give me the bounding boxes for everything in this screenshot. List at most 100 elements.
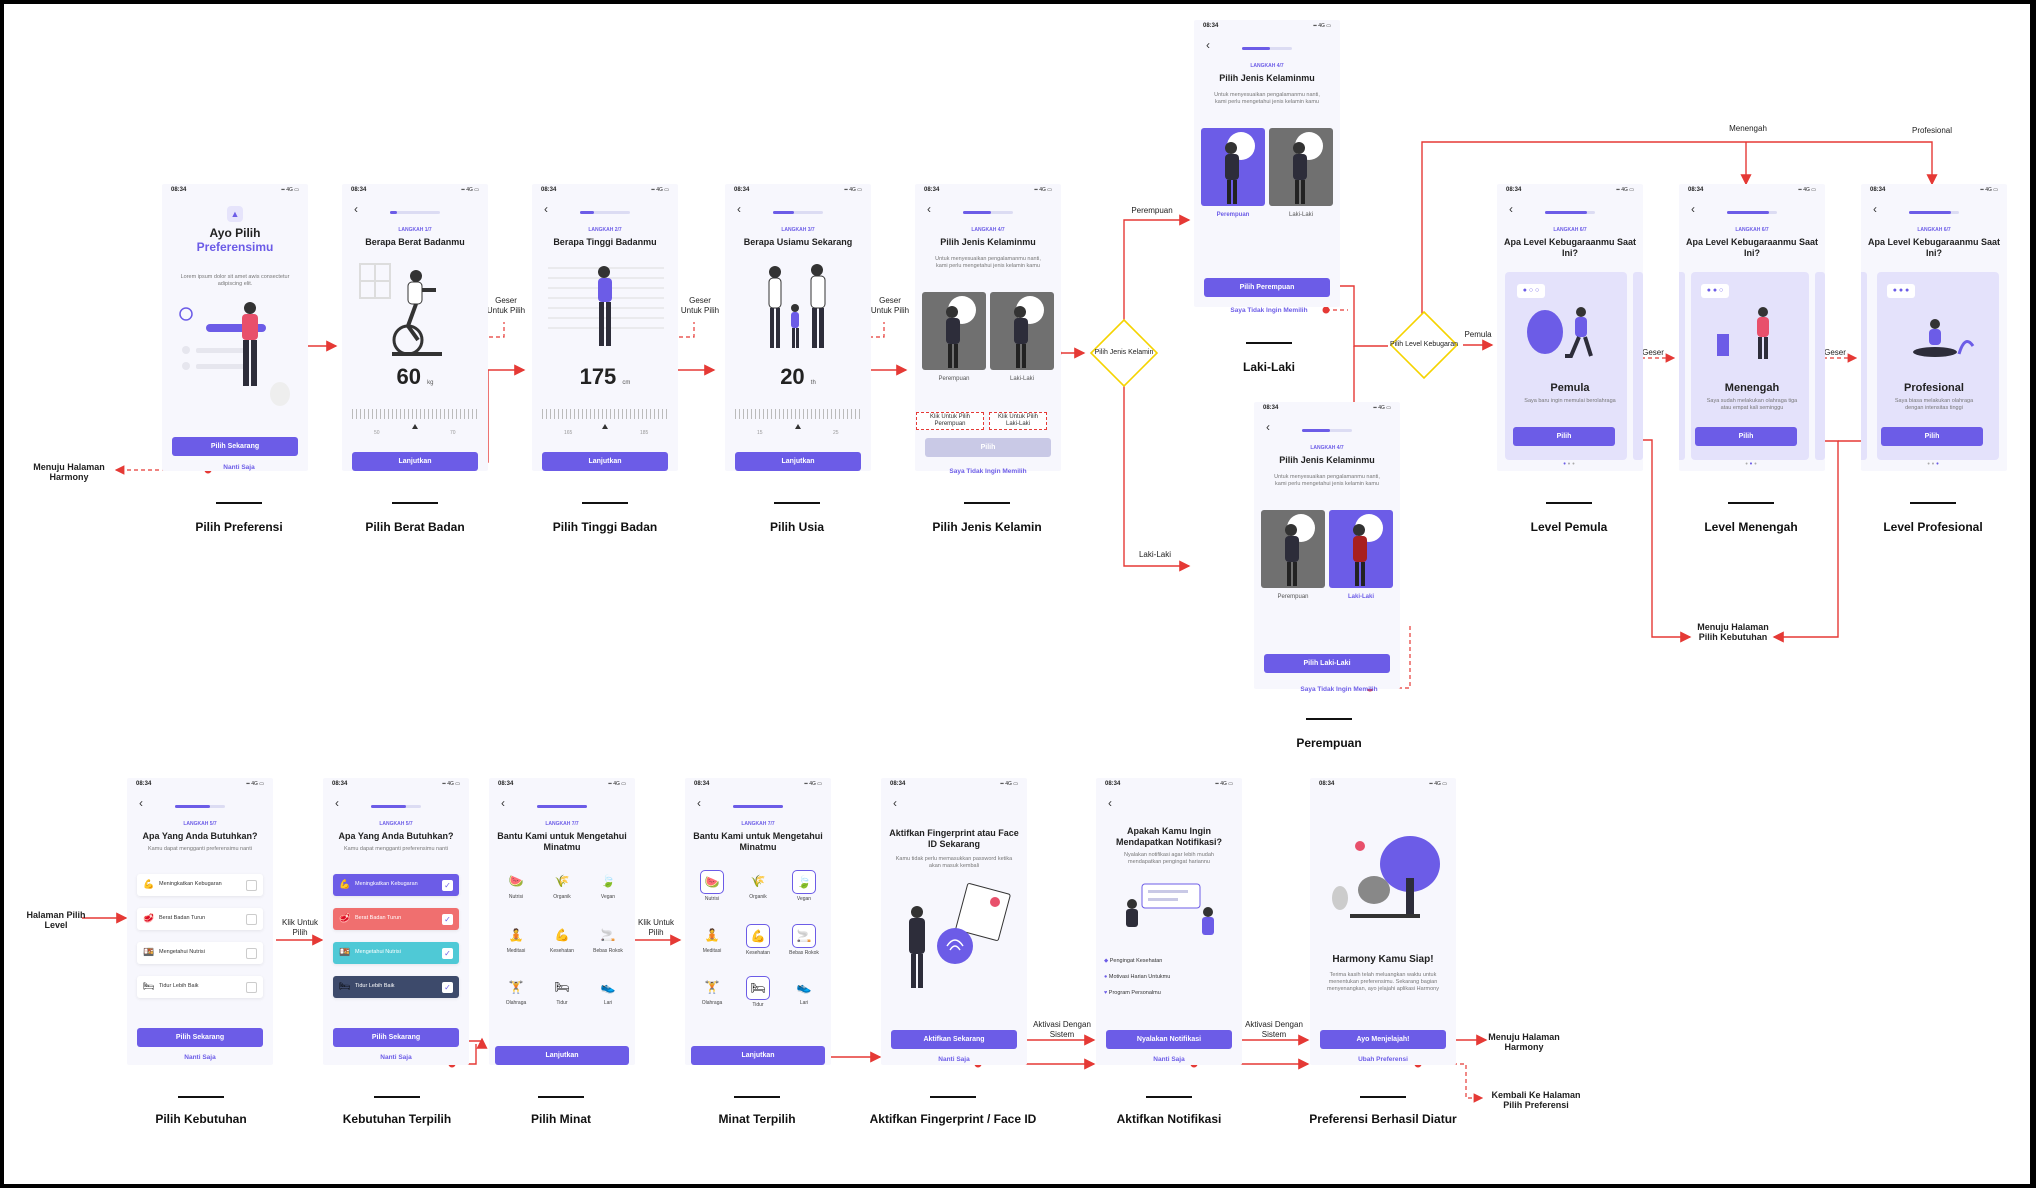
pref-title-accent: Preferensimu: [196, 240, 274, 254]
nyalakan-notifikasi-button[interactable]: Nyalakan Notifikasi: [1106, 1030, 1232, 1049]
back-icon[interactable]: ‹: [544, 202, 548, 216]
preferensi-illustration: [179, 302, 290, 406]
level-icon-pemula: ● ○ ○: [1517, 284, 1545, 298]
anno-swipe-2: Geser Untuk Pilih: [680, 296, 720, 315]
notification-illustration: [1126, 883, 1214, 935]
anno-from-level: Halaman Pilih Level: [26, 910, 86, 930]
screen-notifikasi: 08:34▪▪ 4G ▭ ‹ Apakah Kamu Ingin Mendapa…: [1096, 778, 1242, 1065]
heart-icon: ♥: [1104, 990, 1108, 996]
notif-item-3: ♥ Program Personalmu: [1104, 990, 1161, 996]
ubah-preferensi-link[interactable]: Ubah Preferensi: [1358, 1056, 1408, 1063]
food-icon: 🍱: [143, 947, 155, 957]
pref-title: Ayo Pilih: [209, 226, 261, 240]
hint-klik-laki: Klik Untuk Pilih Laki-Laki: [989, 412, 1047, 430]
height-illustration: [548, 266, 664, 346]
label-preferensi: Pilih Preferensi: [195, 520, 283, 534]
bed-icon: 🛏: [143, 981, 155, 991]
weight-value: 60 kg: [396, 364, 434, 389]
fingerprint-illustration: [909, 883, 1011, 988]
lanjutkan-button-usia[interactable]: Lanjutkan: [735, 452, 861, 471]
age-ruler[interactable]: [735, 409, 861, 419]
anno-geser-1: Geser: [1642, 348, 1664, 357]
star-icon: ●: [1104, 974, 1108, 980]
option-berat[interactable]: 🥩Berat Badan Turun: [137, 908, 263, 930]
screen-kebutuhan: 08:34▪▪ 4G ▭ ‹ LANGKAH 5/7 Apa Yang Anda…: [127, 778, 273, 1065]
nanti-saja-link-1[interactable]: Nanti Saja: [223, 464, 255, 471]
anno-klik-1: Klik Untuk Pilih: [281, 918, 318, 937]
anno-aktivasi-1: Aktivasi Dengan Sistem: [1033, 1020, 1091, 1039]
weight-ruler[interactable]: [352, 409, 478, 419]
anno-swipe-1: Geser Untuk Pilih: [486, 296, 526, 315]
anno-aktivasi-2: Aktivasi Dengan Sistem: [1245, 1020, 1303, 1039]
height-ruler[interactable]: [542, 409, 668, 419]
screen-kelamin-perempuan-selected: 08:34▪▪ 4G ▭ ‹ LANGKAH 4/7 Pilih Jenis K…: [1194, 20, 1340, 307]
level-icon-menengah: ● ● ○: [1701, 284, 1729, 298]
card-perempuan-selected[interactable]: [1201, 128, 1265, 206]
screen-level-pemula: 08:34▪▪ 4G ▭ ‹ LANGKAH 6/7 Apa Level Keb…: [1497, 184, 1643, 471]
lanjutkan-button-tinggi[interactable]: Lanjutkan: [542, 452, 668, 471]
option-nutrisi[interactable]: 🍱Mengetahui Nutrisi: [137, 942, 263, 964]
pemula-illustration: [1527, 307, 1593, 358]
pilih-profesional-button[interactable]: Pilih: [1881, 427, 1983, 446]
screen-level-profesional: 08:34▪▪ 4G ▭ ‹ LANGKAH 6/7 Apa Level Keb…: [1861, 184, 2007, 471]
anno-to-harmony-2: Menuju Halaman Harmony: [1488, 1032, 1560, 1052]
pilih-menengah-button[interactable]: Pilih: [1695, 427, 1797, 446]
muscle-icon: 💪: [143, 879, 155, 889]
decision-gender: Pilih Jenis Kelamin: [1089, 318, 1159, 388]
card-laki-selected[interactable]: [1329, 510, 1393, 588]
lanjutkan-minat-terpilih[interactable]: Lanjutkan: [691, 1046, 825, 1065]
meat-icon: 🥩: [143, 913, 155, 923]
pilih-perempuan-button[interactable]: Pilih Perempuan: [1204, 278, 1330, 297]
decision-level: Pilih Level Kebugaran: [1389, 310, 1459, 380]
pilih-sekarang-button[interactable]: Pilih Sekarang: [172, 437, 298, 456]
option-tidur[interactable]: 🛏Tidur Lebih Baik: [137, 976, 263, 998]
anno-menengah: Menengah: [1729, 124, 1767, 133]
screen-level-menengah: 08:34▪▪ 4G ▭ ‹ LANGKAH 6/7 Apa Level Keb…: [1679, 184, 1825, 471]
level-icon-profesional: ● ● ●: [1887, 284, 1915, 298]
screen-minat-terpilih: 08:34▪▪ 4G ▭ ‹ LANGKAH 7/7 Bantu Kami un…: [685, 778, 831, 1065]
back-icon[interactable]: ‹: [737, 202, 741, 216]
lanjutkan-button-berat[interactable]: Lanjutkan: [352, 452, 478, 471]
anno-pemula: Pemula: [1464, 330, 1492, 339]
connector-lines: [82, 141, 1938, 1103]
anno-klik-2: Klik Untuk Pilih: [637, 918, 674, 937]
pilih-sekarang-terpilih[interactable]: Pilih Sekarang: [333, 1028, 459, 1047]
cycling-illustration: [359, 263, 442, 356]
screen-preferensi: 08:34▪▪ 4G ▭ ▲ Ayo Pilih Preferensimu Lo…: [162, 184, 308, 471]
back-icon[interactable]: ‹: [927, 202, 931, 216]
pilih-sekarang-kebutuhan[interactable]: Pilih Sekarang: [137, 1028, 263, 1047]
anno-back-preferensi: Kembali Ke Halaman Pilih Preferensi: [1491, 1090, 1581, 1110]
decision-gender-label: Pilih Jenis Kelamin: [1094, 349, 1154, 356]
card-perempuan[interactable]: [922, 292, 986, 370]
hint-klik-perempuan: Klik Untuk Pilih Perempuan: [916, 412, 984, 430]
tidak-ingin-memilih-link[interactable]: Saya Tidak Ingin Memilih: [949, 468, 1027, 475]
pilih-laki-button[interactable]: Pilih Laki-Laki: [1264, 654, 1390, 673]
flow-canvas: Pilih Jenis Kelamin Pilih Level Kebugara…: [4, 4, 2030, 1184]
pilih-pemula-button[interactable]: Pilih: [1513, 427, 1615, 446]
age-value: 20 th: [780, 364, 816, 389]
card-laki[interactable]: [990, 292, 1054, 370]
notif-item-2: ● Motivasi Harian Untukmu: [1104, 974, 1171, 980]
ayo-menjelajah-button[interactable]: Ayo Menjelajah!: [1320, 1030, 1446, 1049]
screen-tinggi: 08:34▪▪ 4G ▭ ‹ LANGKAH 2/7 Berapa Tinggi…: [532, 184, 678, 471]
pref-sub: Lorem ipsum dolor sit amet awis consecte…: [180, 274, 290, 287]
option-kebugaran[interactable]: 💪Meningkatkan Kebugaran: [137, 874, 263, 896]
back-icon[interactable]: ‹: [354, 202, 358, 216]
lanjutkan-minat[interactable]: Lanjutkan: [495, 1046, 629, 1065]
family-illustration: [768, 264, 826, 348]
anno-to-harmony-1: Menuju Halaman Harmony: [33, 462, 105, 482]
screen-kebutuhan-terpilih: 08:34▪▪ 4G ▭ ‹ LANGKAH 5/7 Apa Yang Anda…: [323, 778, 469, 1065]
profesional-illustration: [1913, 319, 1975, 357]
screen-usia: 08:34▪▪ 4G ▭ ‹ LANGKAH 3/7 Berapa Usiamu…: [725, 184, 871, 471]
anno-perempuan: Perempuan: [1131, 206, 1173, 215]
aktifkan-sekarang-button[interactable]: Aktifkan Sekarang: [891, 1030, 1017, 1049]
bell-icon: ◆: [1104, 958, 1109, 964]
pilih-button-disabled[interactable]: Pilih: [925, 438, 1051, 457]
screen-fingerprint: 08:34▪▪ 4G ▭ ‹ Aktifkan Fingerprint atau…: [881, 778, 1027, 1065]
image-icon: ▲: [227, 206, 243, 222]
screen-minat: 08:34▪▪ 4G ▭ ‹ LANGKAH 7/7 Bantu Kami un…: [489, 778, 635, 1065]
anno-swipe-3: Geser Untuk Pilih: [870, 296, 910, 315]
success-illustration: [1332, 836, 1440, 918]
anno-laki: Laki-Laki: [1138, 550, 1171, 559]
screen-berat: 08:34▪▪ 4G ▭ ‹ LANGKAH 1/7 Berapa Berat …: [342, 184, 488, 471]
